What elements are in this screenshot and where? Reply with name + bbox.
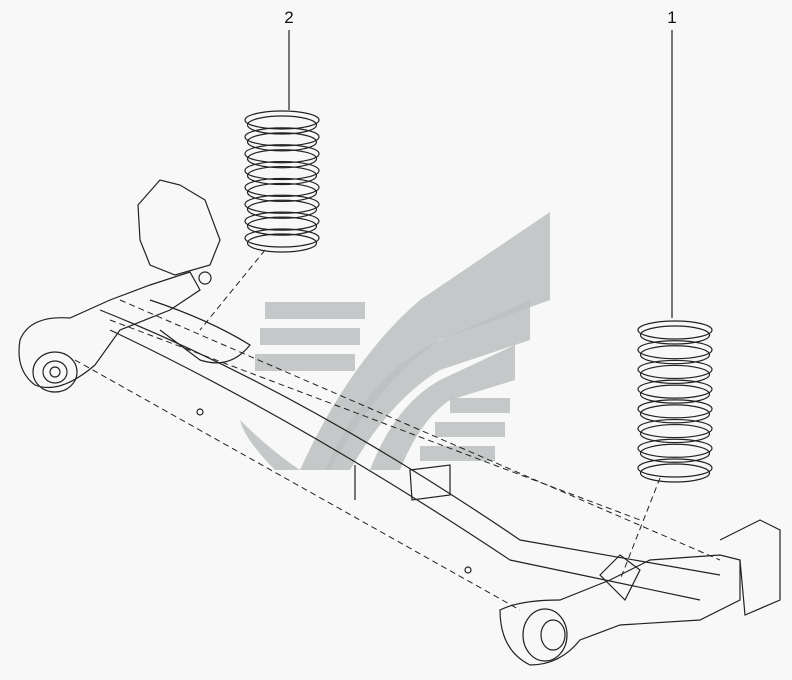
spring-coil <box>246 115 318 135</box>
spring-coil <box>637 320 713 340</box>
spring-coil <box>244 144 320 164</box>
spring-coil <box>246 233 318 253</box>
spring-coil <box>639 325 711 345</box>
callout-label-2[interactable]: 2 <box>284 8 294 27</box>
spring-coil <box>639 384 711 404</box>
spring-coil <box>244 194 320 214</box>
spring-coil <box>246 165 318 186</box>
left-bushing[interactable] <box>32 351 78 393</box>
right-bushing[interactable] <box>522 608 568 662</box>
spring-coil <box>639 463 711 483</box>
spring-coil <box>246 182 318 203</box>
spring-2-alignment-line <box>199 249 266 331</box>
spring-coil <box>639 404 711 424</box>
spring-coil <box>246 199 318 219</box>
spring-coil <box>639 345 711 365</box>
spring-coil <box>244 211 320 231</box>
spring-coil <box>637 379 713 399</box>
spring-coil <box>244 228 320 248</box>
spring-coil <box>637 418 713 439</box>
spring-coil <box>246 149 318 169</box>
rear-axle-beam[interactable] <box>74 299 721 611</box>
spring-coil <box>637 340 713 360</box>
spring-coil <box>637 458 713 478</box>
callout-label-1[interactable]: 1 <box>667 8 677 27</box>
coil-spring-1[interactable] <box>637 320 713 483</box>
coil-spring-2[interactable] <box>244 110 320 253</box>
left-trailing-arm[interactable] <box>18 179 251 389</box>
spring-coil <box>639 443 711 463</box>
spring-coil <box>637 359 713 380</box>
spring-coil <box>246 216 318 236</box>
spring-coil <box>637 438 713 458</box>
spring-coil <box>639 364 711 385</box>
spring-coil <box>637 399 713 419</box>
spring-coil <box>244 127 320 147</box>
spring-coil <box>639 423 711 444</box>
right-trailing-arm[interactable] <box>354 464 781 666</box>
watermark-logo <box>240 212 550 470</box>
spring-1-alignment-line <box>619 477 661 581</box>
spring-coil <box>244 177 320 198</box>
spring-coil <box>244 160 320 181</box>
spring-coil <box>244 110 320 130</box>
spring-coil <box>246 132 318 152</box>
